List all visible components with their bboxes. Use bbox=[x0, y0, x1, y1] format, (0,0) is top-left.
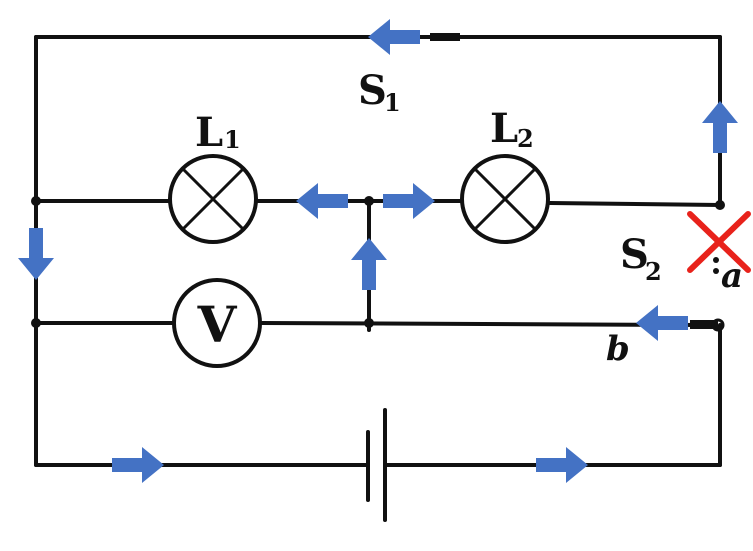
label-l2-main: L bbox=[490, 105, 518, 152]
arrow-toward-l1-left bbox=[296, 183, 348, 219]
voltmeter-circle bbox=[172, 278, 262, 368]
voltmeter-row-wire-right bbox=[260, 321, 702, 327]
cross-mark-icon bbox=[687, 211, 751, 273]
lamp-row-wire-right bbox=[548, 201, 722, 207]
label-l1-sub: 1 bbox=[224, 125, 241, 154]
arrow-left-wire-down bbox=[18, 228, 54, 280]
battery-icon bbox=[366, 408, 387, 522]
switch-s2-contact-b bbox=[690, 320, 718, 329]
terminal-b bbox=[711, 318, 725, 332]
label-s1: S 1 bbox=[358, 67, 401, 117]
label-s1-sub: 1 bbox=[384, 88, 401, 117]
voltmeter-label: V bbox=[197, 295, 238, 354]
label-l1-main: L bbox=[195, 109, 223, 156]
lamp-cross-circle-icon bbox=[460, 154, 550, 244]
junction-right-lamp-row bbox=[715, 200, 725, 210]
label-l1: L 1 bbox=[195, 109, 241, 156]
arrow-right-wire-up bbox=[702, 101, 738, 153]
terminal-a-dot-lower bbox=[713, 268, 719, 274]
junction-left-lamp-row bbox=[31, 196, 41, 206]
label-s2-sub: 2 bbox=[645, 257, 662, 286]
arrow-bottom-left-right bbox=[112, 447, 164, 483]
label-s1-main: S bbox=[358, 67, 387, 114]
arrow-bottom-right-right bbox=[536, 447, 588, 483]
lamp-cross-circle-icon bbox=[168, 154, 258, 244]
cross-mark-stroke-2 bbox=[687, 211, 751, 273]
label-s2-main: S bbox=[620, 231, 649, 278]
label-l2: L 2 bbox=[490, 105, 534, 153]
switch-s1-contact bbox=[430, 33, 460, 41]
label-s2: S 2 bbox=[620, 231, 662, 286]
lamp-l2 bbox=[460, 154, 550, 244]
arrow-middle-up bbox=[351, 238, 387, 290]
arrow-top-wire-left bbox=[368, 19, 420, 55]
lamp-l1 bbox=[168, 154, 258, 244]
arrow-b-left bbox=[636, 305, 688, 341]
arrow-toward-l2-right bbox=[383, 183, 435, 219]
voltmeter: V bbox=[172, 278, 262, 368]
label-point-a: a bbox=[721, 256, 743, 296]
label-point-b: b bbox=[606, 329, 630, 369]
label-l2-sub: 2 bbox=[517, 124, 534, 153]
terminal-a-dot-upper bbox=[713, 257, 719, 263]
